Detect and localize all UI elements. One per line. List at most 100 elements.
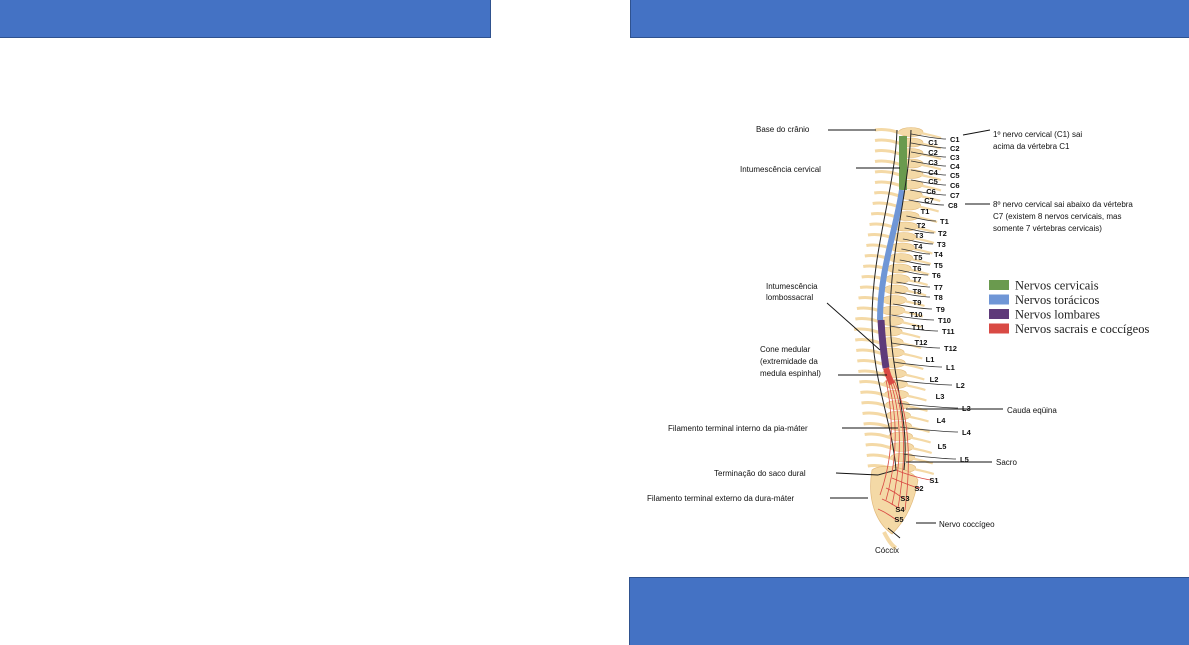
nerve-label: T5 — [934, 261, 943, 270]
nerve-label: T9 — [936, 305, 945, 314]
transverse-process — [914, 469, 934, 474]
nerve-label: C4 — [950, 162, 960, 171]
vertebra-label: T7 — [913, 275, 922, 284]
label-coccix: Cóccix — [875, 546, 899, 555]
label-c1-note-2: acima da vértebra C1 — [993, 142, 1070, 151]
nerve-label: T1 — [940, 217, 949, 226]
transverse-process — [904, 375, 924, 380]
nerve-label: C5 — [950, 171, 960, 180]
nerve-label: C3 — [950, 153, 960, 162]
legend-swatch — [989, 280, 1009, 290]
legend-label: Nervos torácicos — [1015, 293, 1099, 307]
nerve-label: C6 — [950, 181, 960, 190]
nerve-label: C1 — [950, 135, 960, 144]
spinous-process — [875, 171, 903, 176]
vertebra-label: T9 — [913, 298, 922, 307]
label-cone-medular-2: (extremidade da — [760, 357, 818, 366]
vertebra-label: L3 — [936, 392, 945, 401]
nerve-label: T4 — [934, 250, 944, 259]
spinous-process — [875, 129, 903, 134]
transverse-process — [911, 438, 931, 443]
nerve-label: T12 — [944, 344, 957, 353]
vertebra-label: T2 — [917, 221, 926, 230]
nerve-label: L2 — [956, 381, 965, 390]
label-nervo-coccigeo: Nervo coccígeo — [939, 520, 995, 529]
nerve-label: T2 — [938, 229, 947, 238]
label-intumescencia-cervical: Intumescência cervical — [740, 165, 821, 174]
legend: Nervos cervicaisNervos torácicosNervos l… — [989, 279, 1149, 337]
label-filamento-interno: Filamento terminal interno da pia-máter — [668, 424, 808, 433]
vertebra-label: T4 — [914, 242, 924, 251]
spinous-process — [856, 350, 884, 355]
nerve-label: T6 — [932, 271, 941, 280]
label-c1-note: 1º nervo cervical (C1) sai — [993, 130, 1082, 139]
legend-swatch — [989, 324, 1009, 334]
spinous-process — [865, 434, 893, 439]
transverse-process — [902, 354, 922, 359]
vertebra-label: T1 — [921, 207, 930, 216]
vertebra-label: C4 — [928, 168, 938, 177]
vertebra-label: T11 — [912, 323, 925, 332]
label-cauda-equina: Cauda eqüina — [1007, 406, 1057, 415]
vertebra-label: L2 — [930, 375, 939, 384]
legend-swatch — [989, 295, 1009, 305]
legend-swatch — [989, 309, 1009, 319]
legend-label: Nervos cervicais — [1015, 279, 1099, 293]
vertebra-label: C3 — [928, 158, 938, 167]
vertebra-label: L1 — [926, 355, 935, 364]
vertebra-label: C7 — [924, 196, 934, 205]
nerve-label: C7 — [950, 191, 960, 200]
label-c8-note-3: somente 7 vértebras cervicais) — [993, 224, 1102, 233]
label-sacro: Sacro — [996, 458, 1017, 467]
vertebra-label: T10 — [910, 310, 923, 319]
label-intumescencia-lombossacral: Intumescência — [766, 282, 818, 291]
label-c8-note-2: C7 (existem 8 nervos cervicais, mas — [993, 212, 1121, 221]
nerve-label: T3 — [937, 240, 946, 249]
vertebra-label: C6 — [926, 187, 936, 196]
transverse-process — [913, 459, 933, 464]
label-cone-medular: Cone medular — [760, 345, 811, 354]
label-c8-note: 8º nervo cervical sai abaixo da vértebra — [993, 200, 1133, 209]
spinous-process — [862, 402, 890, 407]
nerve-label: T10 — [938, 316, 951, 325]
label-terminacao-saco-dural: Terminação do saco dural — [714, 469, 806, 478]
legend-label: Nervos lombares — [1015, 308, 1100, 322]
vertebra-label: L5 — [938, 442, 947, 451]
spinous-process — [857, 360, 885, 365]
vertebra-label: C1 — [928, 138, 938, 147]
nerve-label: T8 — [934, 293, 943, 302]
nerve-label: C8 — [948, 201, 958, 210]
vertebra-label: C2 — [928, 148, 938, 157]
spinous-process — [860, 392, 888, 397]
spinous-process — [867, 455, 895, 460]
spinous-process — [875, 140, 903, 145]
nerve-label: L1 — [946, 363, 955, 372]
vertebra-label: T6 — [913, 264, 922, 273]
transverse-process — [900, 333, 920, 338]
label-filamento-externo: Filamento terminal externo da dura-máter — [647, 494, 795, 503]
legend-label: Nervos sacrais e coccígeos — [1015, 322, 1149, 336]
vertebra-label: T5 — [914, 253, 923, 262]
vertebra-label: T12 — [915, 338, 928, 347]
spinous-process — [859, 381, 887, 386]
nerve-label: C2 — [950, 144, 960, 153]
nerve-label: T7 — [934, 283, 943, 292]
nerve-label: T11 — [942, 327, 955, 336]
vertebra-label: S2 — [914, 484, 923, 493]
vertebra-label: L4 — [937, 416, 947, 425]
vertebra-label: T3 — [915, 231, 924, 240]
label-base-cranio: Base do crânio — [756, 125, 810, 134]
label-cone-medular-3: medula espinhal) — [760, 369, 821, 378]
transverse-process — [909, 417, 929, 422]
transverse-process — [908, 406, 928, 411]
nerve-label: L4 — [962, 428, 972, 437]
spinous-process — [875, 150, 903, 155]
vertebra-label: S3 — [900, 494, 909, 503]
spinous-process — [864, 423, 892, 428]
transverse-process — [906, 396, 926, 401]
transverse-process — [912, 448, 932, 453]
vertebra-label: S4 — [895, 505, 905, 514]
vertebra-label: C5 — [928, 177, 938, 186]
nerve-label: L5 — [960, 455, 969, 464]
